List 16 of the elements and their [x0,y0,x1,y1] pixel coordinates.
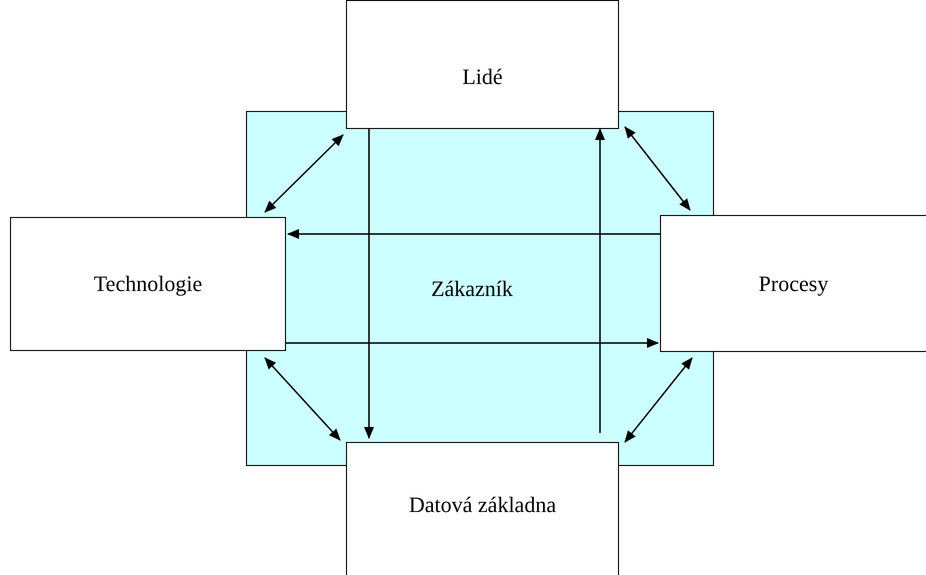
arrow [287,229,662,239]
box-label: Lidé [461,62,504,90]
process-box [346,0,619,129]
arrow [286,338,659,348]
arrow [264,357,341,441]
process-box [10,217,286,351]
box-label: Datová základna [408,491,558,518]
arrow [624,357,693,443]
box-label: Procesy [758,270,830,298]
arrow [364,129,374,439]
process-box [346,442,619,575]
process-box [660,215,926,352]
box-label: Technologie [92,270,204,298]
arrow [624,126,691,211]
arrow [264,134,344,213]
arrow [595,128,605,433]
